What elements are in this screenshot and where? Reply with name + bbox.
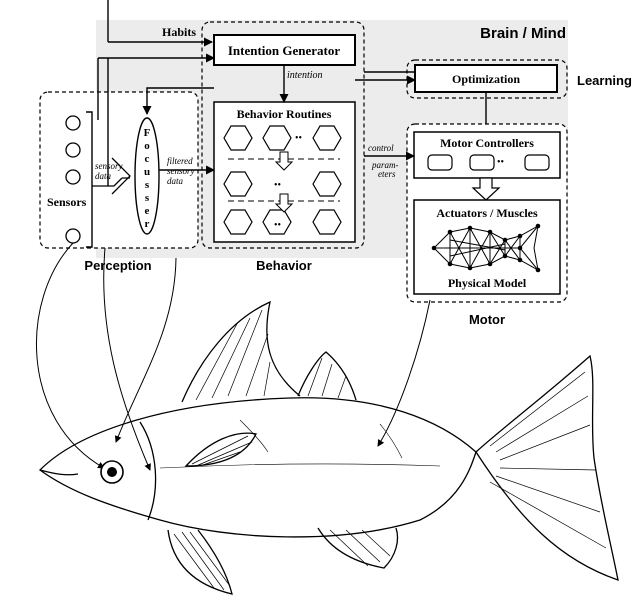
perception-leader bbox=[104, 248, 150, 470]
motor-label: Motor bbox=[469, 312, 505, 327]
ellipsis-dots: •• bbox=[497, 157, 504, 168]
ellipsis-dots: •• bbox=[295, 133, 302, 144]
fish-tail-rays bbox=[490, 372, 606, 548]
fish-tail bbox=[476, 356, 618, 580]
fish-pelvic-rays bbox=[174, 532, 230, 590]
focusser-letter: s bbox=[145, 192, 150, 204]
fish-illustration bbox=[40, 302, 618, 594]
focusser-letter: u bbox=[144, 166, 150, 178]
behavior-label: Behavior bbox=[256, 258, 312, 273]
motor-leader bbox=[378, 300, 430, 446]
focusser-letter: o bbox=[144, 140, 150, 152]
fish-pupil bbox=[107, 467, 117, 477]
behavior-leader bbox=[116, 258, 176, 442]
fish-pelvic-fin bbox=[168, 530, 232, 594]
fish-second-dorsal-rays bbox=[308, 358, 346, 398]
physical-model-label: Physical Model bbox=[448, 276, 527, 290]
ellipsis-dots: •• bbox=[274, 220, 281, 231]
motor-controllers-label: Motor Controllers bbox=[440, 136, 534, 150]
fish-dorsal-fin-rays bbox=[196, 310, 270, 400]
perception-label: Perception bbox=[84, 258, 151, 273]
fish-gill bbox=[140, 422, 156, 520]
intention-label: intention bbox=[287, 70, 323, 81]
actuators-label: Actuators / Muscles bbox=[436, 206, 538, 220]
learning-label: Learning bbox=[577, 73, 632, 88]
behavior-routines-label: Behavior Routines bbox=[237, 107, 332, 121]
fish-second-dorsal-fin bbox=[298, 352, 356, 400]
intention-generator-label: Intention Generator bbox=[228, 43, 341, 58]
focusser-letter: e bbox=[145, 205, 150, 217]
optimization-label: Optimization bbox=[452, 72, 520, 86]
fish-dorsal-fin bbox=[182, 302, 300, 402]
ellipsis-dots: •• bbox=[274, 180, 281, 191]
focusser-letter: s bbox=[145, 179, 150, 191]
brain-label: Brain / Mind bbox=[480, 25, 566, 42]
sensors-label: Sensors bbox=[47, 195, 87, 209]
perception-leader bbox=[36, 243, 104, 468]
focusser-letter: F bbox=[144, 127, 151, 139]
habits-label: Habits bbox=[162, 25, 196, 39]
fish-scale-lines bbox=[160, 420, 440, 468]
focusser-letter: r bbox=[145, 218, 150, 230]
fish-anal-fin bbox=[318, 528, 398, 568]
focusser-letter: c bbox=[145, 153, 150, 165]
